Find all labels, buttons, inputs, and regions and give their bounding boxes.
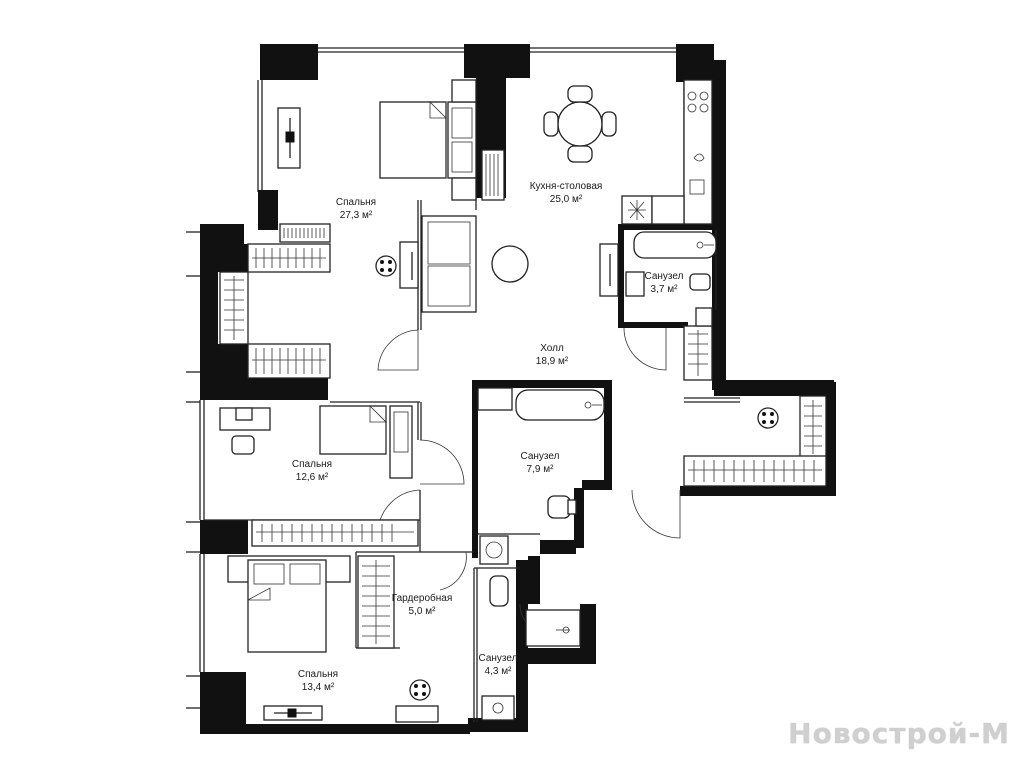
room-label-bedroom-top: Спальня 27,3 м² xyxy=(336,196,376,222)
walls xyxy=(199,44,836,734)
room-label-bedroom-mid: Спальня 12,6 м² xyxy=(292,458,332,484)
room-label-bath-small: Санузел 3,7 м² xyxy=(645,270,684,296)
room-name: Санузел xyxy=(644,271,684,282)
room-name: Кухня-столовая xyxy=(529,181,603,192)
room-name: Холл xyxy=(540,343,564,354)
room-area: 27,3 м² xyxy=(339,210,373,221)
room-area: 3,7 м² xyxy=(650,284,678,295)
room-label-bath-bottom: Санузел 4,3 м² xyxy=(479,652,518,678)
room-name: Спальня xyxy=(297,669,339,680)
room-area: 5,0 м² xyxy=(408,606,436,617)
room-area: 13,4 м² xyxy=(301,682,335,693)
furniture xyxy=(219,79,827,723)
room-area: 4,3 м² xyxy=(484,666,512,677)
room-label-kitchen: Кухня-столовая 25,0 м² xyxy=(530,180,603,206)
room-label-hall: Холл 18,9 м² xyxy=(536,342,568,368)
room-label-bedroom-bottom: Спальня 13,4 м² xyxy=(298,668,338,694)
room-area: 7,9 м² xyxy=(526,464,554,475)
room-name: Спальня xyxy=(291,459,333,470)
room-name: Гардеробная xyxy=(391,593,453,604)
room-area: 25,0 м² xyxy=(549,194,583,205)
room-area: 12,6 м² xyxy=(295,472,329,483)
interior-walls xyxy=(204,80,720,722)
room-name: Спальня xyxy=(335,197,377,208)
room-name: Санузел xyxy=(478,653,518,664)
room-area: 18,9 м² xyxy=(535,356,569,367)
room-label-wardrobe: Гардеробная 5,0 м² xyxy=(392,592,453,618)
window-ticks xyxy=(186,231,200,709)
watermark: Новострой-М xyxy=(788,717,1010,750)
room-name: Санузел xyxy=(520,451,560,462)
room-label-bath-mid: Санузел 7,9 м² xyxy=(521,450,560,476)
